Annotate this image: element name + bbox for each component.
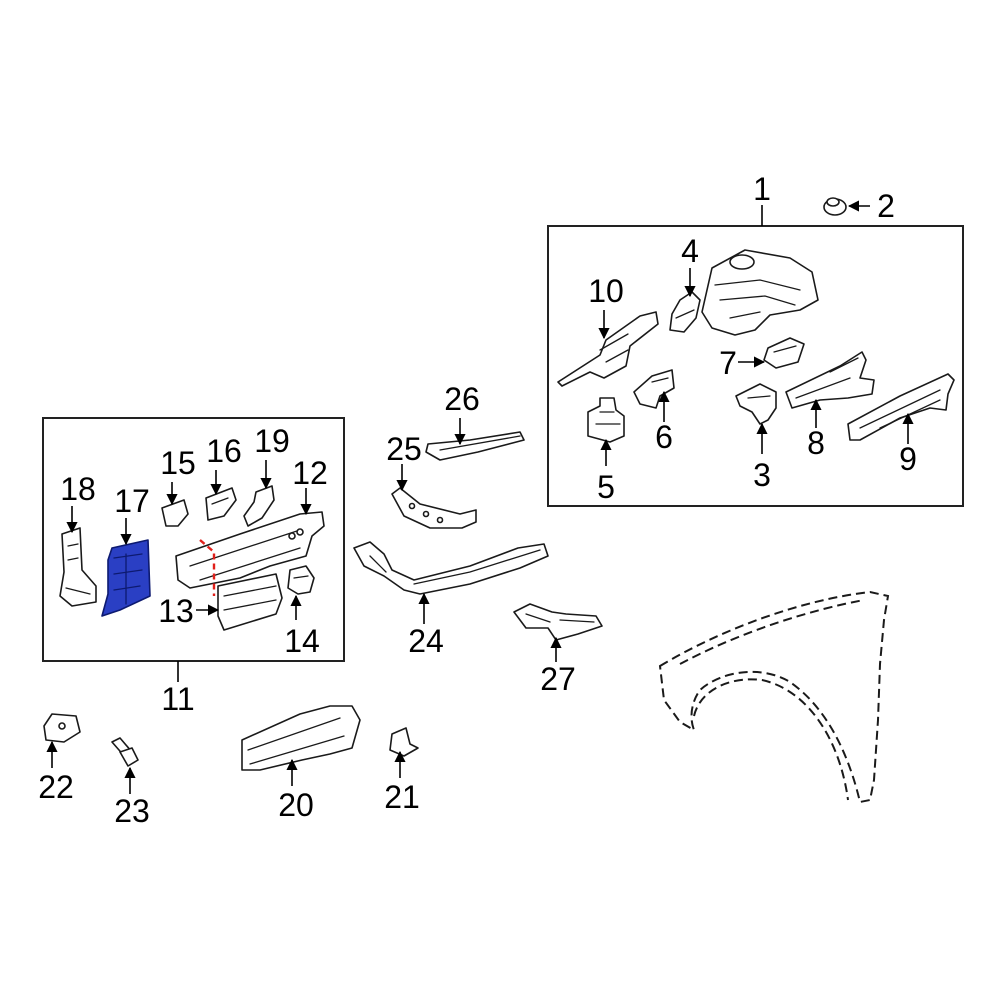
group-box-1 xyxy=(547,225,964,507)
callout-10[interactable]: 10 xyxy=(588,273,624,309)
part-13-plate[interactable] xyxy=(217,573,283,631)
part-25-rail[interactable] xyxy=(391,487,477,529)
part-15-bracket[interactable] xyxy=(161,499,189,527)
callout-4[interactable]: 4 xyxy=(681,233,699,269)
callout-24[interactable]: 24 xyxy=(408,623,444,659)
part-26-rail[interactable] xyxy=(425,431,525,461)
part-17-highlighted[interactable] xyxy=(101,539,151,617)
callout-22[interactable]: 22 xyxy=(38,769,74,805)
part-22-plate[interactable] xyxy=(43,713,81,743)
callout-5[interactable]: 5 xyxy=(597,469,615,505)
callout-1[interactable]: 1 xyxy=(753,171,771,207)
part-14-bracket[interactable] xyxy=(287,565,315,595)
part-3-bracket[interactable] xyxy=(735,383,777,425)
fender-outline xyxy=(658,590,890,804)
part-24-side-member[interactable] xyxy=(353,541,549,595)
callout-19[interactable]: 19 xyxy=(254,423,290,459)
callout-25[interactable]: 25 xyxy=(386,431,422,467)
part-18-bracket[interactable] xyxy=(59,527,97,607)
callout-16[interactable]: 16 xyxy=(206,433,242,469)
part-2-clip[interactable] xyxy=(823,197,847,216)
callout-21[interactable]: 21 xyxy=(384,779,420,815)
part-19-bracket[interactable] xyxy=(243,485,275,527)
callout-27[interactable]: 27 xyxy=(540,661,576,697)
part-23-bolt[interactable] xyxy=(111,737,139,767)
part-16-bracket[interactable] xyxy=(205,487,237,521)
part-apron-assembly[interactable] xyxy=(701,249,819,336)
callout-2[interactable]: 2 xyxy=(877,188,895,224)
callout-18[interactable]: 18 xyxy=(60,471,96,507)
part-21-bracket[interactable] xyxy=(389,727,419,757)
callout-15[interactable]: 15 xyxy=(160,445,196,481)
part-4-bracket[interactable] xyxy=(669,291,701,333)
group-box-11 xyxy=(42,417,345,662)
callout-13[interactable]: 13 xyxy=(158,593,194,629)
callout-3[interactable]: 3 xyxy=(753,457,771,493)
part-5-block[interactable] xyxy=(587,397,625,443)
callout-11[interactable]: 11 xyxy=(161,681,194,717)
callout-20[interactable]: 20 xyxy=(278,787,314,823)
callout-17[interactable]: 17 xyxy=(114,483,150,519)
part-7-bracket[interactable] xyxy=(763,337,805,369)
part-27-bracket[interactable] xyxy=(513,603,603,641)
callout-12[interactable]: 12 xyxy=(292,455,328,491)
callout-14[interactable]: 14 xyxy=(284,623,320,659)
part-9-rail[interactable] xyxy=(847,373,955,441)
callout-7[interactable]: 7 xyxy=(719,345,737,381)
part-10-member[interactable] xyxy=(557,311,659,387)
callout-6[interactable]: 6 xyxy=(655,419,673,455)
callout-9[interactable]: 9 xyxy=(899,441,917,477)
callout-8[interactable]: 8 xyxy=(807,425,825,461)
callout-26[interactable]: 26 xyxy=(444,381,480,417)
part-6-bracket[interactable] xyxy=(633,369,675,409)
part-20-member[interactable] xyxy=(241,705,361,771)
callout-23[interactable]: 23 xyxy=(114,793,150,829)
